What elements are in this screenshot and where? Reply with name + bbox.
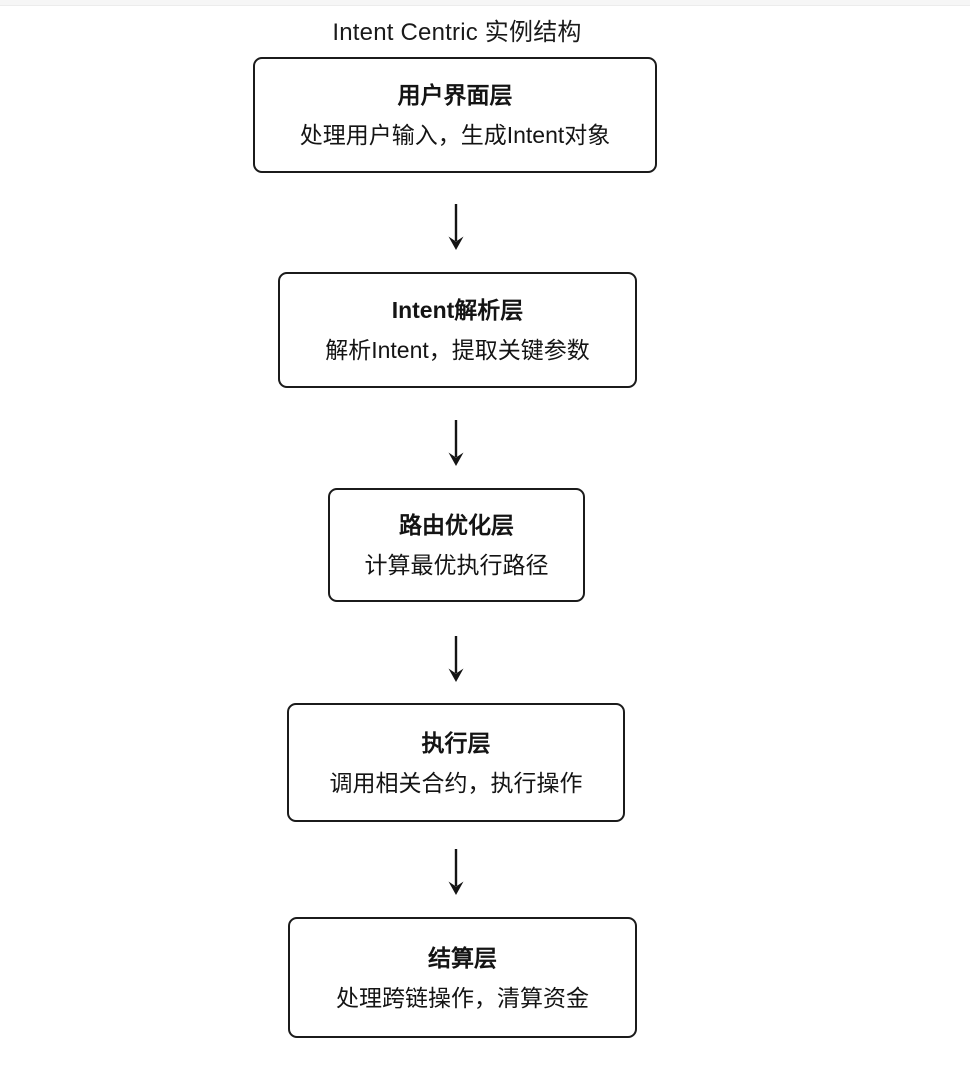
node-title: 执行层 xyxy=(421,729,491,756)
down-arrow-icon xyxy=(446,636,466,682)
node-title: Intent解析层 xyxy=(391,297,524,323)
flow-node-intent-parsing-layer: Intent解析层 解析Intent，提取关键参数 xyxy=(278,272,637,388)
node-description: 处理用户输入，生成Intent对象 xyxy=(299,122,611,148)
node-title: 用户界面层 xyxy=(397,82,513,108)
flow-node-routing-optimization-layer: 路由优化层 计算最优执行路径 xyxy=(328,488,585,602)
down-arrow-icon xyxy=(446,849,466,895)
node-title: 结算层 xyxy=(428,944,497,971)
node-description: 处理跨链操作，清算资金 xyxy=(336,984,589,1011)
down-arrow-icon xyxy=(446,204,466,250)
node-title: 路由优化层 xyxy=(399,512,514,538)
window-top-strip xyxy=(0,0,970,6)
node-description: 解析Intent，提取关键参数 xyxy=(325,337,590,363)
flow-node-settlement-layer: 结算层 处理跨链操作，清算资金 xyxy=(288,917,637,1038)
node-description: 调用相关合约，执行操作 xyxy=(329,769,583,796)
diagram-title: Intent Centric 实例结构 xyxy=(332,19,582,46)
flow-node-execution-layer: 执行层 调用相关合约，执行操作 xyxy=(287,703,625,822)
down-arrow-icon xyxy=(446,420,466,466)
node-description: 计算最优执行路径 xyxy=(364,552,549,578)
flow-node-user-interface-layer: 用户界面层 处理用户输入，生成Intent对象 xyxy=(253,57,657,173)
